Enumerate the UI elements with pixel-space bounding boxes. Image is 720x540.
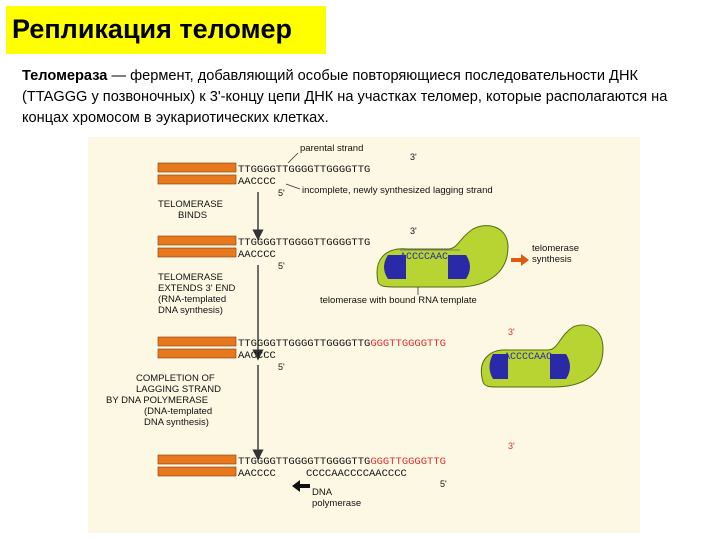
strand-bar [157, 454, 237, 465]
stage-3: TTGGGGTTGGGGTTGGGGTTGGGGTTGGGGTTG AACCCC… [157, 324, 604, 388]
rna-template-seq-1: ACCCCAAC [400, 252, 448, 263]
end-5-label: 5' [278, 362, 285, 372]
s2-bot-seq: AACCCC [238, 249, 276, 261]
telomere-replication-figure: TTGGGGTTGGGGTTGGGGTTG AACCCC 3' 5' paren… [88, 137, 640, 533]
strand-bar [157, 235, 237, 246]
s3-extension-seq: GGGTTGGGGTTG [370, 338, 446, 350]
strand-bar [157, 466, 237, 477]
title-highlight [6, 6, 326, 54]
rna-template-right [448, 255, 470, 279]
telomerase-enzyme [376, 225, 509, 288]
strand-bar [157, 174, 237, 185]
end-5-label: 5' [440, 479, 447, 489]
s3-bot-seq: AACCCC [238, 350, 276, 362]
telomerase-enzyme [480, 324, 604, 388]
synthesis-arrow-icon [511, 254, 529, 266]
stage-4: TTGGGGTTGGGGTTGGGGTTGGGGTTGGGGTTG AACCCC… [157, 441, 515, 509]
rna-template-left [384, 255, 406, 279]
rna-template-left [489, 354, 508, 379]
end-5-label: 5' [278, 188, 285, 198]
s1-bot-seq: AACCCC [238, 176, 276, 188]
s2-top-seq: TTGGGGTTGGGGTTGGGGTTG [238, 237, 370, 249]
end-3-label: 3' [410, 152, 417, 162]
telomerase-template-label: telomerase with bound RNA template [320, 295, 477, 306]
s4-extension-seq: GGGTTGGGGTTG [370, 456, 446, 468]
rna-template-seq-2: ACCCCAAC [504, 352, 552, 363]
s1-top-seq: TTGGGGTTGGGGTTGGGGTTG [238, 164, 370, 176]
strand-bar [157, 162, 237, 173]
page-title: Репликация теломер [12, 14, 293, 44]
end-3-label: 3' [508, 441, 515, 451]
incomplete-strand-label: incomplete, newly synthesized lagging st… [302, 185, 493, 196]
s4-top-seq: TTGGGGTTGGGGTTGGGGTTGGGGTTGGGGTTG [238, 456, 446, 468]
description-text: — фермент, добавляющий особые повторяющи… [22, 68, 668, 126]
leader-line [285, 183, 301, 190]
parental-strand-label: parental strand [300, 143, 363, 154]
end-3-label: 3' [508, 327, 515, 337]
end-3-label: 3' [410, 226, 417, 236]
description: Теломераза — фермент, добавляющий особые… [22, 66, 702, 129]
strand-bar [157, 348, 237, 359]
description-term: Теломераза [22, 68, 108, 84]
s4-new-seq: CCCCAACCCCAACCCC [306, 468, 407, 480]
polymerase-arrow-icon [292, 480, 310, 492]
s4-bot-seq: AACCCC [238, 468, 276, 480]
end-5-label: 5' [278, 261, 285, 271]
stage-2: TTGGGGTTGGGGTTGGGGTTG AACCCC 3' 5' ACCCC… [157, 225, 579, 306]
stage-1: TTGGGGTTGGGGTTGGGGTTG AACCCC 3' 5' paren… [157, 143, 493, 198]
s3-top-seq: TTGGGGTTGGGGTTGGGGTTGGGGTTGGGGTTG [238, 338, 446, 350]
strand-bar [157, 247, 237, 258]
strand-bar [157, 336, 237, 347]
leader-line [287, 152, 299, 164]
rna-template-right [550, 354, 570, 379]
